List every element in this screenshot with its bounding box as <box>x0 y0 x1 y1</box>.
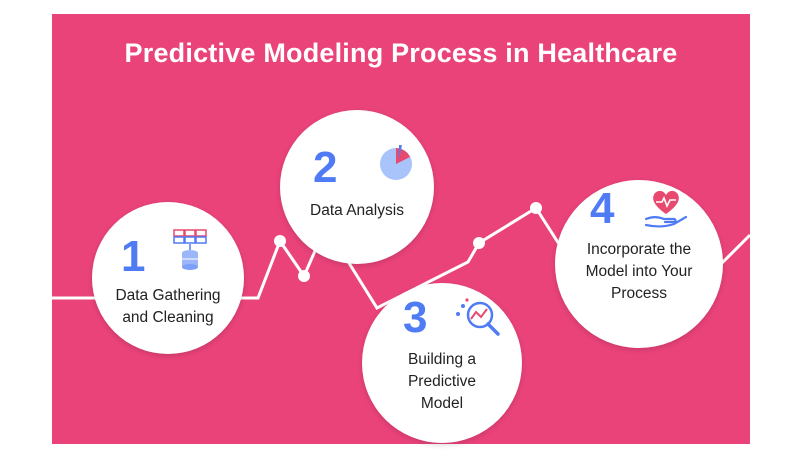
step-2-circle <box>280 110 434 264</box>
node-dot <box>274 235 286 247</box>
node-dot <box>530 202 542 214</box>
step-2-number: 2 <box>313 143 338 192</box>
node-dot <box>473 237 485 249</box>
step-1-label-line: Data Gathering <box>115 287 221 304</box>
node-dot <box>298 270 310 282</box>
step-3-label-line: Model <box>420 395 464 412</box>
database-table-icon <box>173 229 207 278</box>
heart-in-hand-icon <box>643 186 689 233</box>
step-3-label-line: Predictive <box>407 373 477 390</box>
step-3-number: 3 <box>403 293 428 342</box>
step-2-label-line: Data Analysis <box>310 202 404 219</box>
step-4-label-line: Incorporate the <box>586 241 692 258</box>
step-1-label: Data Gathering and Cleaning <box>92 285 244 329</box>
step-3-label-line: Building a <box>407 351 477 368</box>
step-4-label-line: Process <box>611 285 667 302</box>
magnifier-analysis-icon <box>455 297 503 342</box>
diagram-title: Predictive Modeling Process in Healthcar… <box>124 38 678 68</box>
step-3-circle <box>362 283 522 443</box>
step-3-label: Building a Predictive Model <box>362 349 522 415</box>
step-4-label-line: Model into Your <box>585 263 693 280</box>
step-2-label: Data Analysis <box>280 200 434 222</box>
step-1-label-line: and Cleaning <box>122 309 214 326</box>
step-1-number: 1 <box>121 232 146 281</box>
step-4-label: Incorporate the Model into Your Process <box>555 239 723 305</box>
step-4-number: 4 <box>590 184 615 233</box>
pie-chart-icon <box>377 143 417 188</box>
step-1-circle <box>92 202 244 354</box>
step-4-circle <box>555 180 723 348</box>
